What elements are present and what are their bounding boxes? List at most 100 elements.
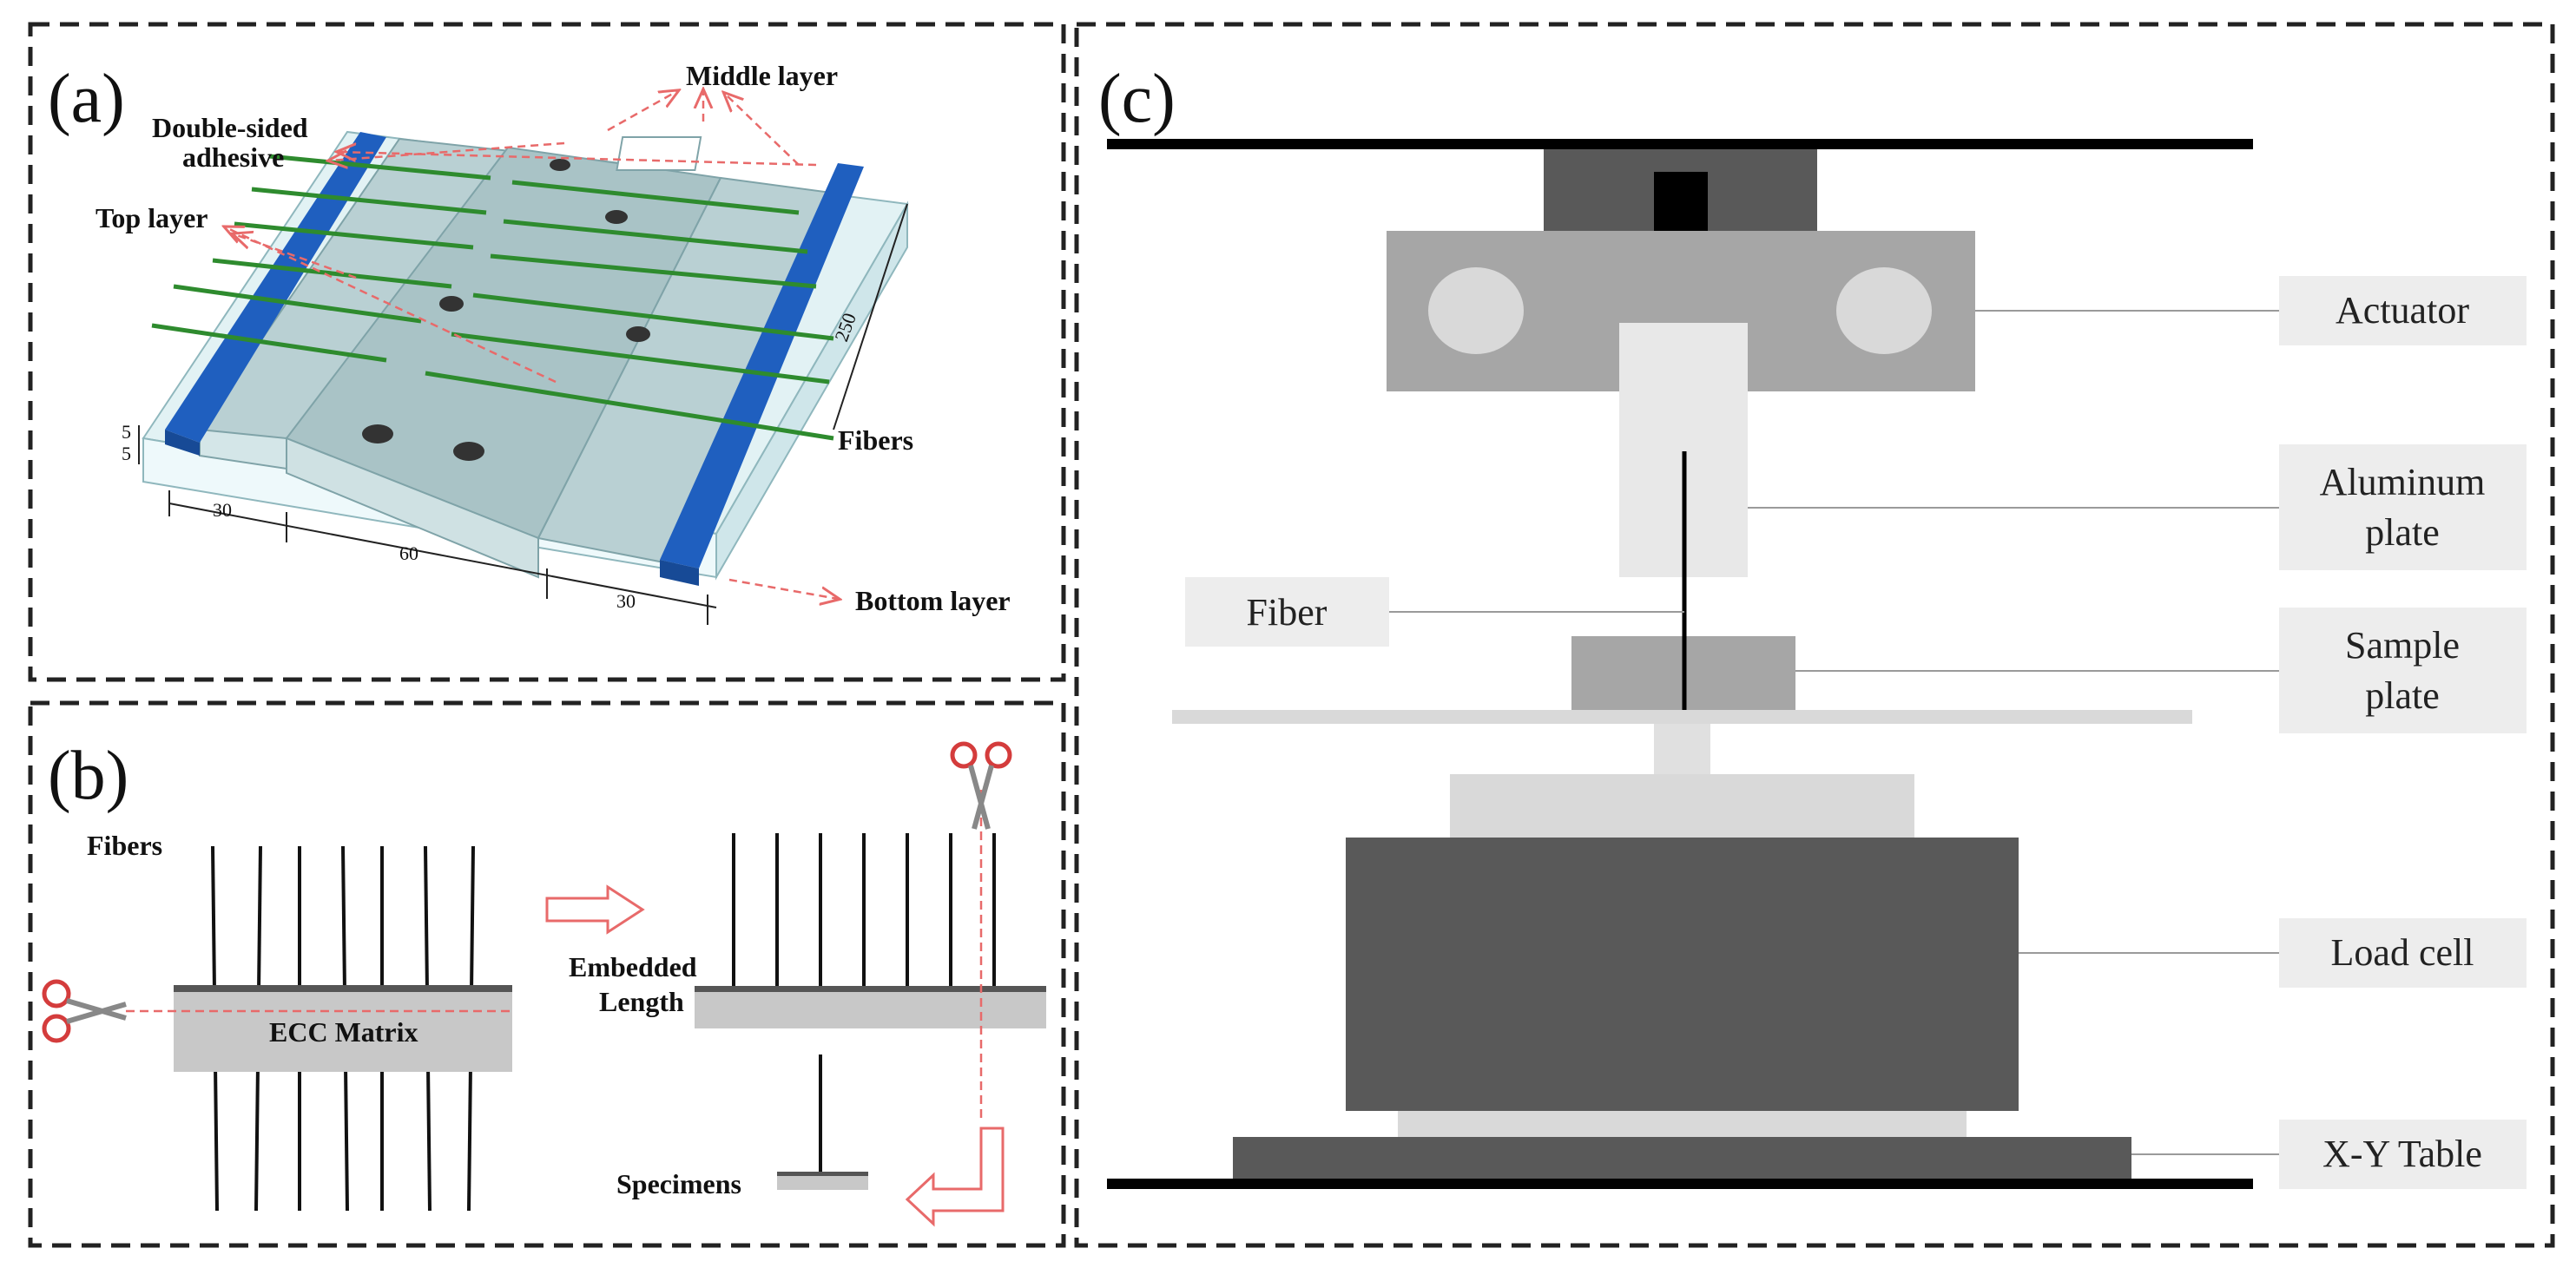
matrix-strip-top [695,986,1046,992]
specimen-base [777,1174,868,1190]
label-sample-1: Sample [2345,624,2460,667]
label-box-bg [2279,444,2527,570]
actuator-disc-right [1836,267,1932,354]
leader-lines-c [1389,310,2279,1155]
hole [453,442,484,461]
fibers-a [151,154,834,441]
panel-c-frame [1074,22,2555,1248]
dim-30-right: 30 [616,590,636,612]
label-load-cell: Load cell [2331,931,2474,974]
load-cell-body [1346,838,2019,1111]
label-ecc-matrix: ECC Matrix [269,1016,418,1048]
bottom-frame-bar [1107,1179,2253,1189]
label-xy-table: X-Y Table [2322,1133,2482,1175]
fiber-line [511,180,800,215]
label-box-load-cell: Load cell [2279,918,2527,988]
label-embedded: Embedded [569,951,697,982]
label-fibers-a: Fibers [838,424,913,456]
label-bottom-layer: Bottom layer [855,585,1011,616]
label-box-bg [2279,1120,2527,1189]
process-arrow-down-left [905,1127,1005,1227]
fiber-line [425,371,834,441]
hole [626,326,650,342]
load-cell-cap [1450,774,1914,838]
label-length: Length [599,986,684,1017]
ecc-matrix-top-edge [174,985,512,992]
xy-table [1233,1137,2131,1180]
fiber-line [472,292,834,341]
stage-plate [1172,710,2192,724]
panel-c-label: (c) [1098,61,1176,137]
dimension-lines [138,203,908,625]
panel-a-frame [28,22,1066,682]
process-arrow-right [545,884,645,935]
fiber-line [451,332,830,384]
adhesive-strip-left [165,132,386,443]
top-layer-middle-front [286,437,539,579]
label-aluminum-2: plate [2365,511,2440,554]
label-box-bg [2279,608,2527,733]
panel-a-label: (a) [48,61,125,137]
adhesive-strip-left-front [165,430,200,456]
fiber-line [268,154,491,181]
label-fibers-b: Fibers [87,830,162,861]
stage-post [1654,724,1710,774]
fiber-line [503,219,808,254]
label-sample-2: plate [2365,674,2440,717]
fiber-line [234,221,474,250]
arrow-double-sided [330,141,565,161]
adhesive-strip-right-front [660,560,699,586]
label-fiber-c: Fiber [1247,591,1328,634]
top-frame-bar [1107,139,2253,149]
specimen-base-top [777,1172,868,1176]
dim-5-upper: 5 [122,421,131,443]
arrow-double-sided [339,152,817,167]
label-box-sample: Sample plate [2279,608,2527,733]
dim-60: 60 [399,542,418,564]
scissors-left-icon [42,979,127,1043]
load-cell-base [1398,1111,1967,1137]
label-double-sided: Double-sided [152,112,308,143]
label-aluminum-1: Aluminum [2320,461,2486,503]
bolt-holes [362,159,650,461]
label-box-actuator: Actuator [2279,276,2527,345]
matrix-strip [695,989,1046,1028]
bottom-layer-side-face [715,200,908,581]
adhesive-strip-right [660,163,864,568]
dim-30-left: 30 [213,499,232,521]
label-box-bg [1185,577,1389,647]
fiber-line [173,284,422,324]
middle-layer-cutout [616,136,702,171]
ecc-matrix-block [174,989,512,1072]
hole [439,296,464,312]
actuator-mount-center [1654,172,1708,231]
label-specimens: Specimens [616,1168,741,1199]
label-box-bg [2279,276,2527,345]
label-box-xy-table: X-Y Table [2279,1120,2527,1189]
arrow-bottom-layer [728,578,838,599]
dim-250-line [833,203,908,430]
dim-bottom-line [168,503,717,608]
actuator-disc-left [1428,267,1524,354]
fiber-line [251,187,487,215]
label-middle-layer: Middle layer [686,60,838,91]
fibers-b-right [732,833,996,989]
hole [362,424,393,443]
fiber-line [490,253,817,289]
fiber-line [151,323,387,363]
panel-b-frame [28,700,1066,1248]
arrow-top-layer [226,227,557,384]
hole [550,159,570,171]
label-top-layer: Top layer [96,202,208,233]
arrow-middle-layer [607,91,677,132]
label-box-aluminum: Aluminum plate [2279,444,2527,570]
layered-mold-3d [142,130,909,586]
leader-arrows-a [226,91,838,599]
dim-5-lower: 5 [122,443,131,464]
hole [605,210,628,224]
label-box-bg [2279,918,2527,988]
arrow-middle-layer [725,94,800,166]
fiber-line [212,258,452,289]
label-adhesive: adhesive [182,141,284,173]
